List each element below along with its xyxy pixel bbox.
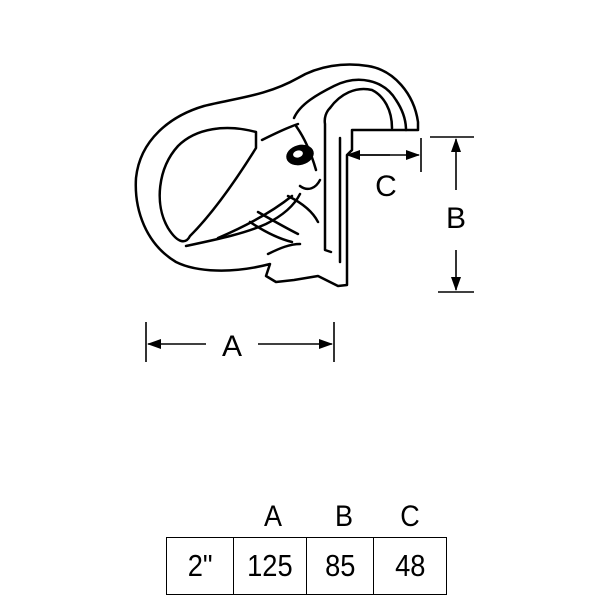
column-header-b: B — [334, 500, 353, 533]
dimension-a — [145, 322, 335, 362]
spec-table: 2" 125 85 48 — [166, 537, 447, 595]
table-row: 2" 125 85 48 — [166, 537, 447, 595]
cell-c: 48 — [373, 537, 447, 595]
snap-hook-drawing: A B C — [134, 63, 474, 363]
column-header-a: A — [263, 500, 282, 533]
column-header-c: C — [400, 500, 420, 533]
size-cell: 2" — [166, 537, 234, 595]
size-value: 2" — [187, 548, 213, 583]
value-c: 48 — [394, 548, 426, 583]
cell-a: 125 — [233, 537, 307, 595]
dimension-c-label: C — [375, 170, 397, 203]
dimension-c — [346, 138, 422, 172]
value-b: 85 — [324, 548, 356, 583]
dimension-b — [430, 136, 474, 293]
cell-b: 85 — [306, 537, 374, 595]
value-a: 125 — [247, 548, 293, 583]
dimension-b-label: B — [446, 202, 466, 235]
bolt-hole-icon — [286, 144, 314, 166]
dimension-a-label: A — [222, 330, 242, 363]
